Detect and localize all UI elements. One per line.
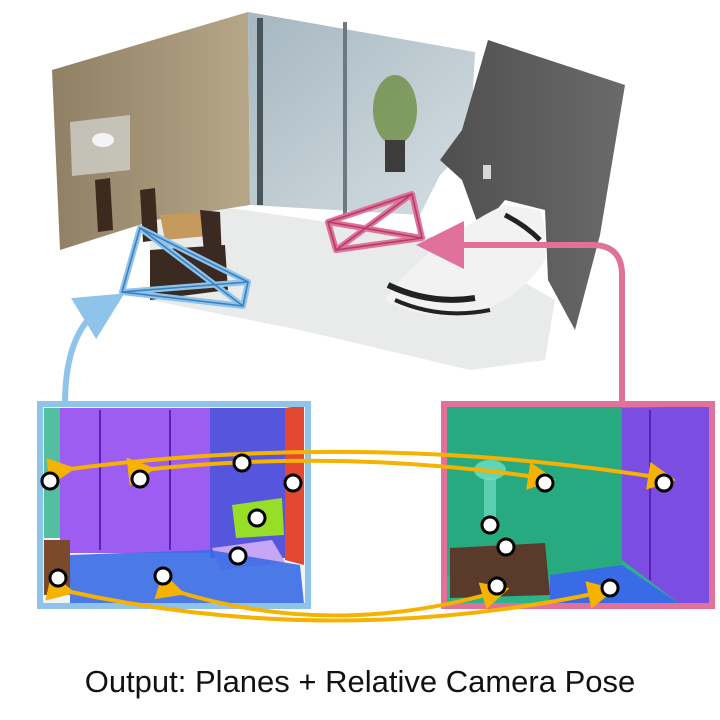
keypoint-marker-icon [153, 566, 173, 586]
correspondence-arrow-window-inner [126, 457, 556, 490]
correspondence-arrow-floor-outer [45, 573, 616, 623]
right-camera-pose-arrow [416, 221, 625, 404]
keypoint-marker-icon [487, 576, 507, 596]
plane-correspondence-arrows [45, 449, 676, 623]
keypoint-marker-icon [496, 537, 516, 557]
keypoint-markers [40, 453, 674, 598]
left-camera-pose-arrow [62, 293, 125, 405]
reconstructed-window-wall [248, 12, 475, 215]
keypoint-marker-icon [130, 469, 150, 489]
keypoint-marker-icon [600, 578, 620, 598]
correspondence-arrow-floor-inner [154, 572, 510, 618]
keypoint-marker-icon [40, 471, 60, 491]
keypoint-marker-icon [48, 568, 68, 588]
keypoint-marker-icon [480, 515, 500, 535]
keypoint-marker-icon [283, 473, 303, 493]
keypoint-marker-icon [654, 473, 674, 493]
keypoint-marker-icon [535, 473, 555, 493]
left-view-segmentation [37, 401, 311, 609]
keypoint-marker-icon [232, 453, 252, 473]
figure-caption: Output: Planes + Relative Camera Pose [84, 664, 636, 699]
keypoint-marker-icon [228, 546, 248, 566]
keypoint-marker-icon [247, 508, 267, 528]
scene-reconstruction [52, 12, 625, 370]
reconstructed-right-wall [440, 40, 625, 330]
right-view-segmentation [441, 401, 715, 609]
